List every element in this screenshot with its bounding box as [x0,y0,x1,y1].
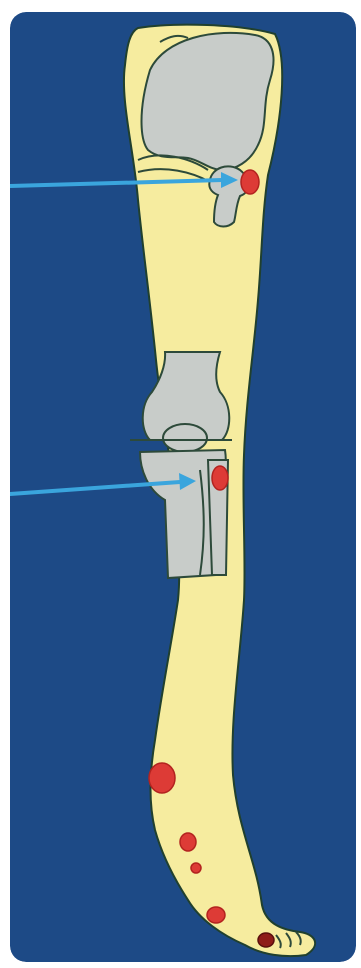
toe-tip-lesion [258,933,274,947]
leg-illustration [10,12,356,962]
shin-lesion [149,763,175,793]
knee-lesion [212,466,228,490]
hip-lesion [241,170,259,194]
toe-lesion [207,907,225,923]
foot-lesion [191,863,201,873]
ankle-lesion [180,833,196,851]
illustration-panel [10,12,356,962]
